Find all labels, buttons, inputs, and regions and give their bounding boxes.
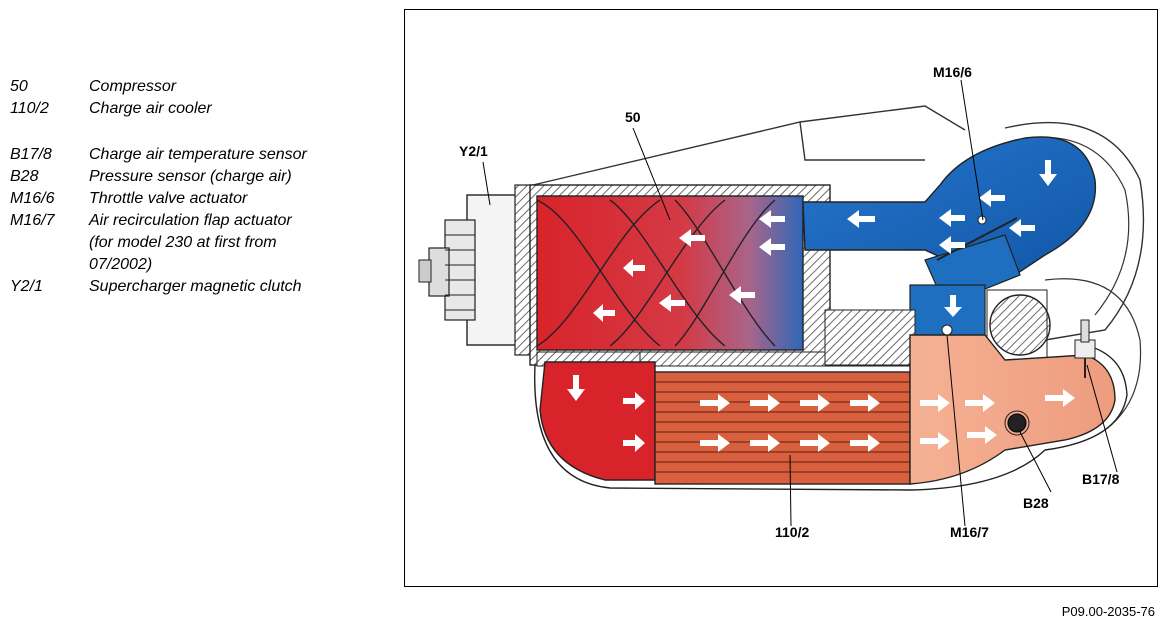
callout-110-2: 110/2 bbox=[775, 524, 809, 540]
callout-m16-6: M16/6 bbox=[933, 64, 972, 80]
arrow-left bbox=[759, 210, 785, 228]
compressor bbox=[536, 195, 804, 351]
arrow-right bbox=[850, 394, 880, 412]
legend-item: 50 Compressor bbox=[10, 76, 390, 98]
arrow-left bbox=[1009, 219, 1035, 237]
figure-reference: P09.00-2035-76 bbox=[1061, 604, 1155, 619]
legend-item: M16/6 Throttle valve actuator bbox=[10, 188, 390, 210]
arrow-right bbox=[967, 426, 997, 444]
arrow-left bbox=[659, 294, 685, 312]
leader-lines bbox=[482, 79, 1118, 527]
arrow-left bbox=[979, 189, 1005, 207]
magnetic-clutch bbox=[418, 184, 538, 356]
arrow-left bbox=[939, 209, 965, 227]
arrow-right bbox=[700, 434, 730, 452]
legend-code: Y2/1 bbox=[10, 278, 43, 295]
diagram-frame: 50 Y2/1 M16/6 B17/8 B28 M16/7 110/2 bbox=[404, 9, 1158, 587]
callout-b17-8: B17/8 bbox=[1082, 471, 1120, 487]
arrow-left bbox=[593, 304, 615, 322]
legend-desc: Charge air temperature sensor bbox=[89, 146, 307, 163]
arrow-down bbox=[944, 295, 962, 317]
arrow-right bbox=[965, 394, 995, 412]
arrow-down bbox=[1039, 160, 1057, 186]
legend-code: 110/2 bbox=[10, 100, 49, 117]
arrow-right bbox=[920, 394, 950, 412]
recirculation-actuator-pin bbox=[941, 324, 953, 336]
legend-desc: Air recirculation flap actuator (for mod… bbox=[89, 212, 292, 273]
legend-desc: Compressor bbox=[89, 78, 177, 95]
blue-outlet-duct bbox=[802, 136, 1097, 276]
arrow-right bbox=[750, 434, 780, 452]
legend-desc: Throttle valve actuator bbox=[89, 190, 248, 207]
legend-item: M16/7 Air recirculation flap actuator (f… bbox=[10, 210, 390, 276]
legend-item: B17/8 Charge air temperature sensor bbox=[10, 144, 390, 166]
legend-code: M16/6 bbox=[10, 190, 55, 207]
arrow-left bbox=[759, 238, 785, 256]
arrow-left bbox=[623, 259, 645, 277]
arrow-right bbox=[800, 434, 830, 452]
callout-y2-1: Y2/1 bbox=[459, 143, 488, 159]
supercharger-diagram: 50 Y2/1 M16/6 B17/8 B28 M16/7 110/2 bbox=[418, 64, 1145, 540]
arrow-right bbox=[920, 432, 950, 450]
recirculation-flap-roller bbox=[989, 294, 1051, 356]
arrow-right bbox=[800, 394, 830, 412]
arrow-right bbox=[623, 434, 645, 452]
legend-desc: Pressure sensor (charge air) bbox=[89, 168, 292, 185]
legend-item: 110/2 Charge air cooler bbox=[10, 98, 390, 120]
arrow-left bbox=[729, 286, 755, 304]
callout-m16-7: M16/7 bbox=[950, 524, 989, 540]
legend-desc: Supercharger magnetic clutch bbox=[89, 278, 302, 295]
temperature-sensor bbox=[1074, 319, 1096, 378]
arrow-down bbox=[567, 375, 585, 401]
throttle-shaft bbox=[977, 215, 987, 225]
salmon-outlet-chamber bbox=[909, 334, 1116, 485]
flap-housing bbox=[824, 309, 916, 366]
legend-desc: Charge air cooler bbox=[89, 100, 212, 117]
callout-b28: B28 bbox=[1023, 495, 1049, 511]
legend-code: 50 bbox=[10, 78, 28, 95]
flow-arrows bbox=[567, 160, 1075, 452]
pressure-sensor bbox=[1007, 413, 1027, 433]
legend-code: B28 bbox=[10, 168, 39, 185]
arrow-right bbox=[623, 392, 645, 410]
arrow-right bbox=[850, 434, 880, 452]
legend-item: B28 Pressure sensor (charge air) bbox=[10, 166, 390, 188]
legend-spacer bbox=[10, 120, 390, 144]
callout-50: 50 bbox=[625, 109, 641, 125]
legend: 50 Compressor 110/2 Charge air cooler B1… bbox=[10, 76, 390, 298]
legend-code: B17/8 bbox=[10, 146, 52, 163]
arrow-left bbox=[679, 229, 705, 247]
right-duct-outline bbox=[1044, 278, 1142, 431]
arrow-right bbox=[1045, 389, 1075, 407]
arrow-left bbox=[939, 236, 965, 254]
arrow-right bbox=[700, 394, 730, 412]
upper-housing-outline bbox=[532, 105, 966, 186]
arrow-left bbox=[847, 210, 875, 228]
charge-air-cooler bbox=[654, 371, 911, 485]
arrow-right bbox=[750, 394, 780, 412]
pressure-sensor-ring bbox=[1004, 410, 1030, 436]
legend-code: M16/7 bbox=[10, 212, 55, 229]
lower-outer-jacket bbox=[534, 344, 1128, 491]
red-inlet-chamber bbox=[539, 361, 656, 481]
right-intake-outline bbox=[1004, 121, 1145, 341]
legend-item: Y2/1 Supercharger magnetic clutch bbox=[10, 276, 390, 298]
